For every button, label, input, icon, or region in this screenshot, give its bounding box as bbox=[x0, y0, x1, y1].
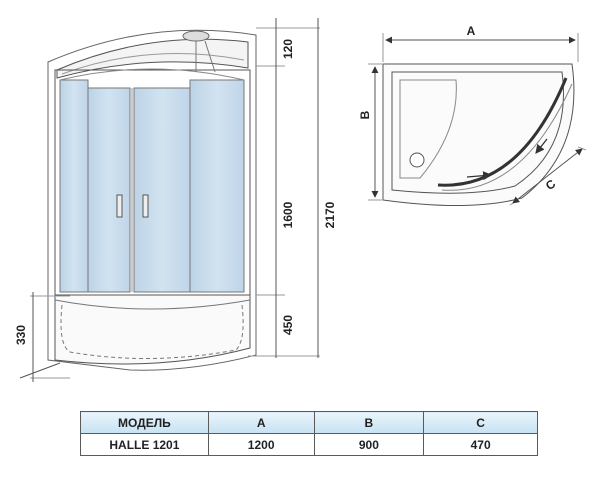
plan-dim-a-label: A bbox=[467, 24, 476, 38]
cell-a: 1200 bbox=[207, 433, 315, 456]
sliding-door-track bbox=[437, 77, 568, 187]
plan-dim-c-label: C bbox=[543, 176, 559, 193]
door-handle-left bbox=[116, 194, 123, 218]
tray-basin bbox=[399, 79, 457, 179]
cabin-back-outline bbox=[47, 29, 257, 371]
dim-2170-label: 2170 bbox=[323, 201, 337, 228]
header-c: C bbox=[423, 411, 538, 434]
glass-panel-left bbox=[59, 79, 89, 293]
shower-head bbox=[182, 30, 210, 42]
hidden-tub-dashed bbox=[60, 304, 244, 360]
dim-1600-label: 1600 bbox=[281, 201, 295, 228]
spec-table: МОДЕЛЬ A B C HALLE 1201 1200 900 470 bbox=[80, 411, 538, 456]
door-handle-right bbox=[142, 194, 149, 218]
cell-c: 470 bbox=[423, 433, 538, 456]
door-open-arrow-1 bbox=[466, 171, 493, 181]
cabin-top-canopy bbox=[56, 38, 249, 79]
dim-450-label: 450 bbox=[281, 315, 295, 335]
header-model: МОДЕЛЬ bbox=[80, 411, 209, 434]
cell-model: HALLE 1201 bbox=[80, 433, 209, 456]
spec-table-header: МОДЕЛЬ A B C bbox=[80, 411, 538, 434]
plan-dimensions bbox=[368, 33, 587, 206]
glass-panel-right bbox=[189, 79, 245, 293]
front-view bbox=[47, 29, 257, 371]
front-dimensions bbox=[19, 18, 320, 382]
drain-circle bbox=[409, 152, 425, 168]
dim-330-label: 330 bbox=[14, 325, 28, 345]
table-row: HALLE 1201 1200 900 470 bbox=[80, 433, 538, 456]
glass-door-left bbox=[87, 87, 131, 293]
plan-dim-b-label: B bbox=[358, 110, 372, 119]
glass-door-right bbox=[133, 87, 191, 293]
tray-outline bbox=[54, 294, 251, 365]
cell-b: 900 bbox=[313, 433, 425, 456]
header-a: A bbox=[207, 411, 315, 434]
header-b: B bbox=[313, 411, 425, 434]
dim-120-label: 120 bbox=[281, 39, 295, 59]
